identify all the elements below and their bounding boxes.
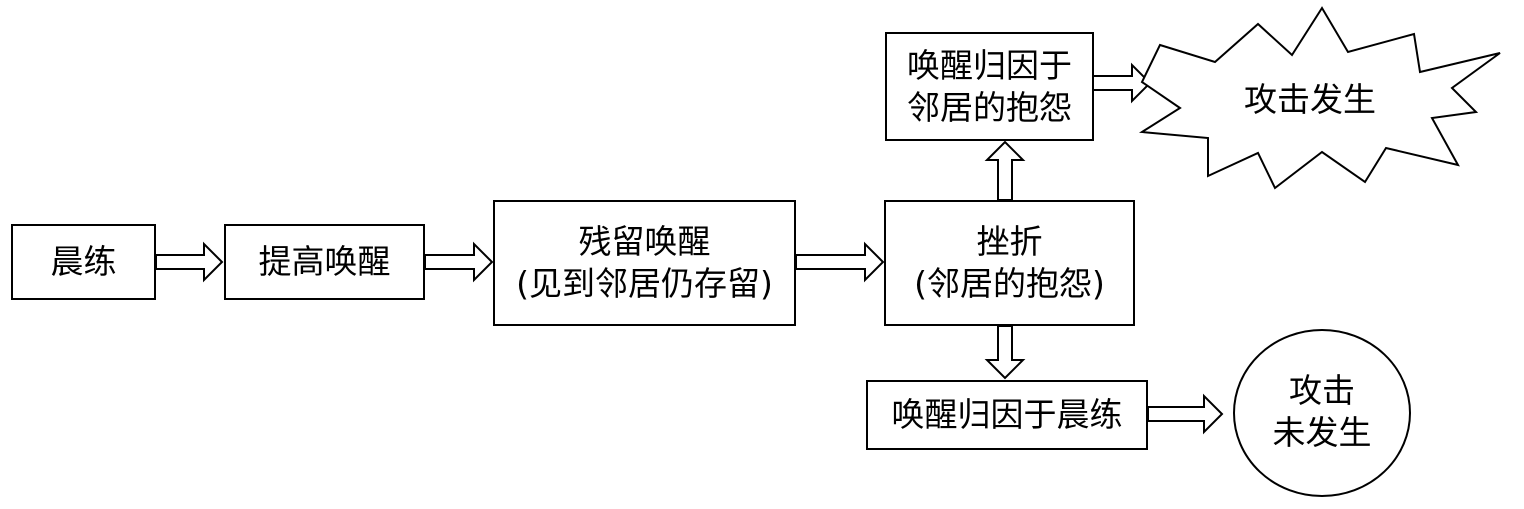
- node-attrib-neighbor: 唤醒归因于 邻居的抱怨: [885, 32, 1094, 141]
- node-attrib-exercise-label: 唤醒归因于晨练: [891, 395, 1123, 434]
- node-attack-occurs-label: 攻击发生: [1244, 80, 1376, 119]
- node-attrib-neighbor-line1: 唤醒归因于: [907, 45, 1072, 85]
- node-residual-arousal: 残留唤醒 (见到邻居仍存留): [493, 200, 796, 326]
- circle-shape: [1233, 329, 1411, 497]
- node-attrib-exercise: 唤醒归因于晨练: [866, 380, 1148, 450]
- node-morning-exercise-label: 晨练: [50, 242, 117, 281]
- arrow-frustration-to-neighbor-attrib: [984, 140, 1026, 201]
- node-frustration: 挫折 (邻居的抱怨): [884, 200, 1135, 326]
- arrow-residual-to-frustration: [795, 241, 885, 283]
- starburst-shape: [1138, 6, 1501, 190]
- arrow-frustration-to-exercise-attrib: [984, 325, 1026, 380]
- node-attack-not-occur-line1: 攻击: [1289, 371, 1355, 410]
- arrow-exercise-to-arousal: [155, 241, 224, 283]
- arrow-arousal-to-residual: [424, 241, 494, 283]
- node-morning-exercise: 晨练: [11, 224, 156, 300]
- arrow-neighbor-attrib-to-attack: [1092, 62, 1152, 104]
- node-frustration-line1: 挫折: [976, 222, 1043, 261]
- node-frustration-line2: (邻居的抱怨): [914, 264, 1105, 303]
- node-attack-not-occur-line2: 未发生: [1272, 413, 1372, 452]
- node-raised-arousal-label: 提高唤醒: [258, 242, 391, 281]
- node-residual-arousal-line2: (见到邻居仍存留): [516, 264, 773, 303]
- node-residual-arousal-line1: 残留唤醒: [578, 222, 711, 261]
- node-attack-not-occur: 攻击 未发生: [1242, 364, 1402, 460]
- node-raised-arousal: 提高唤醒: [224, 224, 425, 300]
- node-attrib-neighbor-line2: 邻居的抱怨: [907, 87, 1072, 127]
- arrow-exercise-attrib-to-no-attack: [1147, 393, 1224, 435]
- node-attack-occurs: 攻击发生: [1225, 76, 1395, 124]
